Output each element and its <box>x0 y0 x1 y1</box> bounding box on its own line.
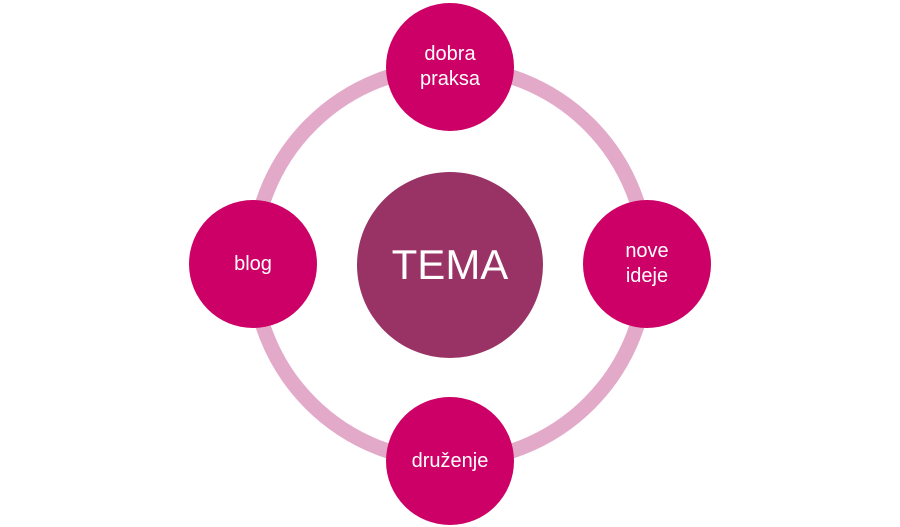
center-node-tema: TEMA <box>357 172 543 358</box>
node-nove-ideje: nove ideje <box>583 200 711 328</box>
node-label-top: dobra praksa <box>419 43 481 90</box>
node-label-right: nove ideje <box>625 240 669 287</box>
node-label-left: blog <box>234 252 272 275</box>
node-label-bottom: druženje <box>411 449 489 472</box>
node-dobra-praksa: dobra praksa <box>386 3 514 131</box>
node-blog: blog <box>189 200 317 328</box>
node-druzenje: druženje <box>386 397 514 525</box>
center-label: TEMA <box>391 240 509 288</box>
